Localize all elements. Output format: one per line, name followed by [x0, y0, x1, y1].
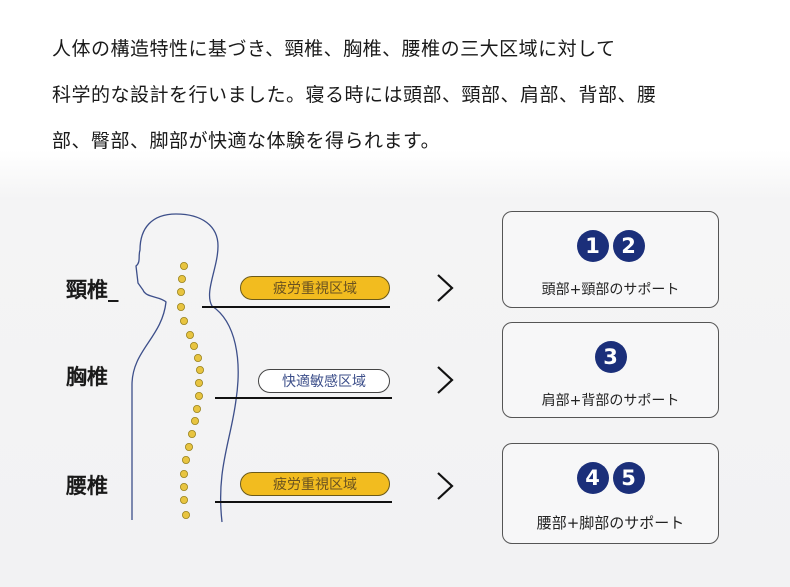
- vertebra-dot: [181, 510, 190, 519]
- spine-dots: [176, 261, 204, 519]
- description-line: 部、臀部、脚部が快適な体験を得られます。: [52, 130, 441, 152]
- description-line: 人体の構造特性に基づき、頸椎、胸椎、腰椎の三大区域に対して: [52, 38, 616, 60]
- vertebra-dot: [179, 469, 188, 478]
- number-badge: 3: [594, 341, 627, 373]
- vertebra-dot: [190, 416, 199, 425]
- vertebra-dot: [177, 274, 186, 283]
- vertebra-dot: [181, 455, 190, 464]
- description-text: 人体の構造特性に基づき、頸椎、胸椎、腰椎の三大区域に対して 科学的な設計を行いま…: [52, 26, 752, 164]
- support-caption: 肩部+背部のサポート: [541, 393, 680, 409]
- vertebra-dot: [193, 353, 202, 362]
- vertebra-dot: [187, 429, 196, 438]
- support-caption: 頭部+頸部のサポート: [541, 282, 680, 298]
- support-caption: 腰部+脚部のサポート: [536, 514, 685, 532]
- vertebra-dot: [185, 330, 194, 339]
- vertebra-dot: [189, 341, 198, 350]
- region-label-cervical: 頸椎_: [66, 278, 119, 302]
- chevron-right-icon: [437, 274, 454, 302]
- number-badge: 4: [576, 462, 609, 494]
- vertebra-dot: [195, 365, 204, 374]
- vertebra-dot: [194, 378, 203, 387]
- vertebra-dot: [176, 287, 185, 296]
- zone-pill-fatigue: 疲労重視区域: [240, 472, 390, 496]
- number-badge: 5: [612, 462, 645, 494]
- vertebra-dot: [179, 316, 188, 325]
- body-outline: [131, 213, 239, 523]
- pointer-line: [215, 397, 392, 399]
- pointer-line: [202, 306, 390, 308]
- description-line: 科学的な設計を行いました。寝る時には頭部、頸部、肩部、背部、腰: [52, 84, 657, 106]
- vertebra-dot: [176, 302, 185, 311]
- vertebra-dot: [179, 495, 188, 504]
- vertebra-dot: [184, 442, 193, 451]
- vertebra-dot: [179, 482, 188, 491]
- region-label-lumbar: 腰椎: [66, 474, 108, 498]
- chevron-right-icon: [437, 366, 454, 394]
- zone-pill-comfort: 快適敏感区域: [258, 369, 390, 393]
- region-label-thoracic: 胸椎: [66, 365, 108, 389]
- pointer-line: [215, 501, 392, 503]
- vertebra-dot: [194, 391, 203, 400]
- number-badge: 2: [612, 230, 645, 262]
- chevron-right-icon: [437, 472, 454, 500]
- vertebra-dot: [179, 261, 188, 270]
- vertebra-dot: [192, 404, 201, 413]
- number-badge: 1: [576, 230, 609, 262]
- zone-pill-fatigue: 疲労重視区域: [240, 276, 390, 300]
- support-card-shoulder-back: 3 肩部+背部のサポート: [502, 322, 719, 418]
